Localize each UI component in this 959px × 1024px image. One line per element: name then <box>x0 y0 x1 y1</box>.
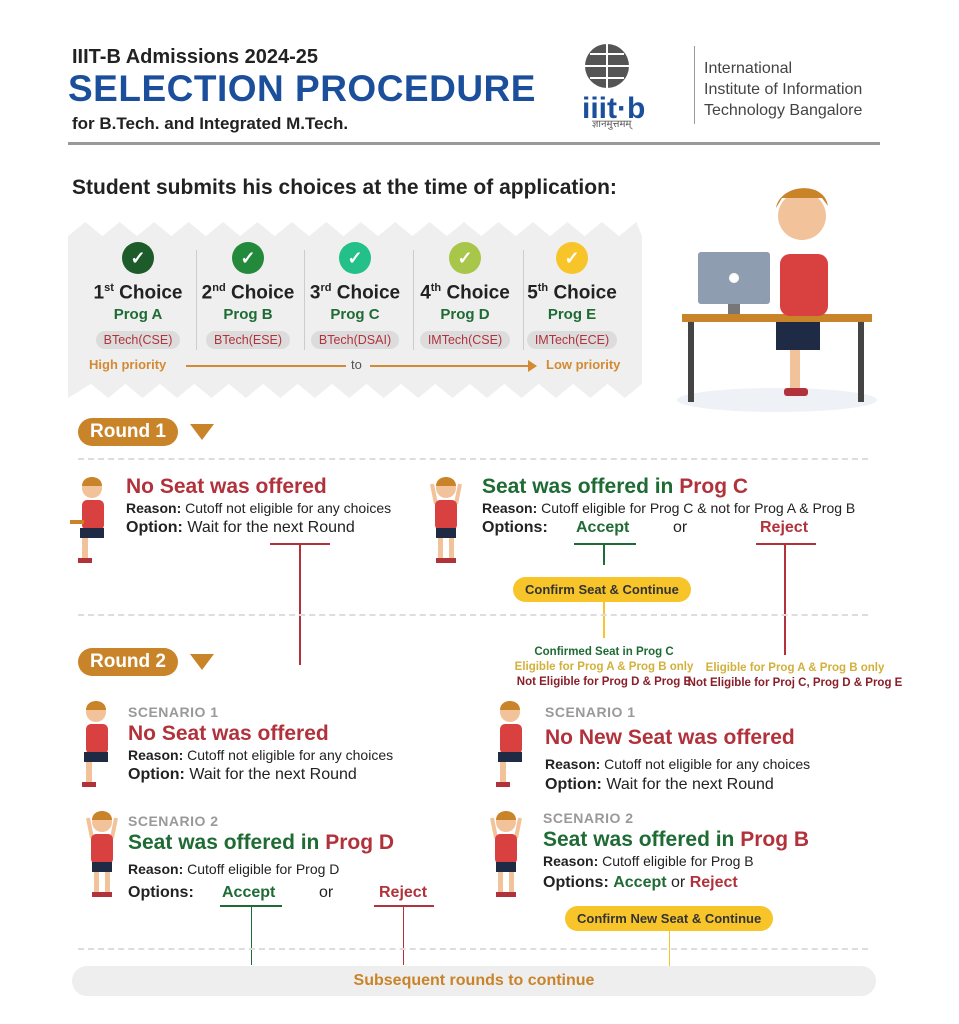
confirm-new-seat-button[interactable]: Confirm New Seat & Continue <box>565 906 774 931</box>
student-sitting-icon <box>70 477 104 563</box>
low-priority: Low priority <box>546 357 621 372</box>
triangle-down-icon <box>190 424 214 440</box>
r2-right-accept[interactable]: Accept <box>613 874 667 891</box>
header-subtitle: IIIT-B Admissions 2024-25 <box>72 46 319 68</box>
r2-right-reject[interactable]: Reject <box>689 874 738 891</box>
subsequent-rounds-banner: Subsequent rounds to continue <box>72 966 876 996</box>
page-title: SELECTION PROCEDURE <box>68 68 536 109</box>
r2-left-reject[interactable]: Reject <box>379 884 428 901</box>
org-name: International Institute of Information T… <box>704 60 863 119</box>
arrow-right-icon <box>528 360 537 372</box>
check-icon: ✓ <box>339 242 371 274</box>
round-2-badge: Round 2 <box>78 648 178 676</box>
r2-left-accept[interactable]: Accept <box>222 884 276 901</box>
check-icon: ✓ <box>449 242 481 274</box>
student-sitting-icon <box>82 701 108 787</box>
r1-reject[interactable]: Reject <box>760 519 809 536</box>
check-icon: ✓ <box>556 242 588 274</box>
student-at-desk-illustration <box>677 188 877 412</box>
r1-accept[interactable]: Accept <box>576 519 630 536</box>
iiitb-logo: iiit·b ज्ञानमुत्तमम् <box>580 42 690 132</box>
divider <box>68 142 880 145</box>
round-1-badge: Round 1 <box>78 418 178 446</box>
intro-text: Student submits his choices at the time … <box>72 176 617 199</box>
student-standing-icon <box>86 811 118 897</box>
student-sitting-icon <box>496 701 522 787</box>
student-standing-icon <box>430 477 462 563</box>
student-standing-icon <box>490 811 522 897</box>
high-priority: High priority <box>89 357 167 372</box>
confirm-seat-button[interactable]: Confirm Seat & Continue <box>513 577 691 602</box>
r1-left-title: No Seat was offered <box>126 475 327 498</box>
check-icon: ✓ <box>232 242 264 274</box>
header-for: for B.Tech. and Integrated M.Tech. <box>72 114 349 133</box>
triangle-down-icon <box>190 654 214 670</box>
check-icon: ✓ <box>122 242 154 274</box>
svg-text:iiit·b: iiit·b <box>582 92 645 125</box>
r1-right-title: Seat was offered in Prog C <box>482 475 749 498</box>
globe-icon: iiit·b <box>582 44 645 125</box>
